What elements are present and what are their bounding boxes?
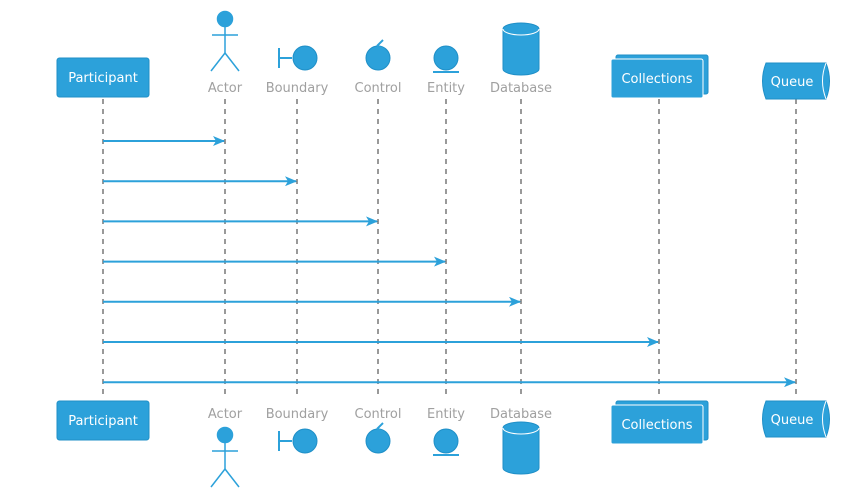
participant-actor-bottom: Actor bbox=[208, 407, 243, 488]
control-icon bbox=[365, 422, 391, 454]
database-label: Database bbox=[490, 407, 552, 422]
participant-queue-top: Queue bbox=[762, 62, 830, 100]
participant-box bbox=[56, 57, 150, 98]
participant-actor-top: Actor bbox=[208, 10, 243, 96]
control-label: Control bbox=[355, 407, 402, 422]
lifelines bbox=[102, 99, 797, 399]
participant-entity-top: Entity bbox=[427, 45, 465, 96]
collections-label: Collections bbox=[621, 72, 692, 87]
participant-queue-bottom: Queue bbox=[762, 400, 830, 438]
entity-label: Entity bbox=[427, 407, 465, 422]
participant-label: Participant bbox=[68, 414, 138, 429]
database-icon bbox=[502, 421, 540, 475]
participant-participant-top: Participant bbox=[56, 57, 150, 98]
queue-label: Queue bbox=[771, 75, 814, 90]
control-icon bbox=[365, 39, 391, 71]
queue-icon bbox=[762, 400, 830, 438]
actor-label: Actor bbox=[208, 81, 243, 96]
participant-label: Participant bbox=[68, 71, 138, 86]
entity-label: Entity bbox=[427, 81, 465, 96]
entity-icon bbox=[433, 428, 459, 456]
boundary-label: Boundary bbox=[266, 81, 329, 96]
collections-icon bbox=[610, 400, 709, 445]
boundary-icon bbox=[278, 428, 318, 454]
participant-database-bottom: Database bbox=[490, 407, 552, 475]
participant-database-top: Database bbox=[490, 22, 552, 96]
participant-collections-top: Collections bbox=[610, 54, 709, 99]
boundary-icon bbox=[278, 45, 318, 71]
participant-boundary-top: Boundary bbox=[266, 45, 329, 96]
participant-box bbox=[56, 400, 150, 441]
entity-icon bbox=[433, 45, 459, 73]
participant-control-top: Control bbox=[355, 39, 402, 96]
database-label: Database bbox=[490, 81, 552, 96]
control-label: Control bbox=[355, 81, 402, 96]
participant-boundary-bottom: Boundary bbox=[266, 407, 329, 454]
participant-heads-bottom: Participant Actor Boundary Control Entity Dat… bbox=[56, 400, 830, 488]
database-icon bbox=[502, 22, 540, 76]
actor-icon bbox=[210, 10, 240, 72]
participant-entity-bottom: Entity bbox=[427, 407, 465, 456]
collections-icon bbox=[610, 54, 709, 99]
participant-control-bottom: Control bbox=[355, 407, 402, 454]
actor-icon bbox=[210, 426, 240, 488]
actor-label: Actor bbox=[208, 407, 243, 422]
queue-label: Queue bbox=[771, 413, 814, 428]
messages bbox=[103, 136, 796, 388]
participant-participant-bottom: Participant bbox=[56, 400, 150, 441]
queue-icon bbox=[762, 62, 830, 100]
collections-label: Collections bbox=[621, 418, 692, 433]
boundary-label: Boundary bbox=[266, 407, 329, 422]
participant-collections-bottom: Collections bbox=[610, 400, 709, 445]
